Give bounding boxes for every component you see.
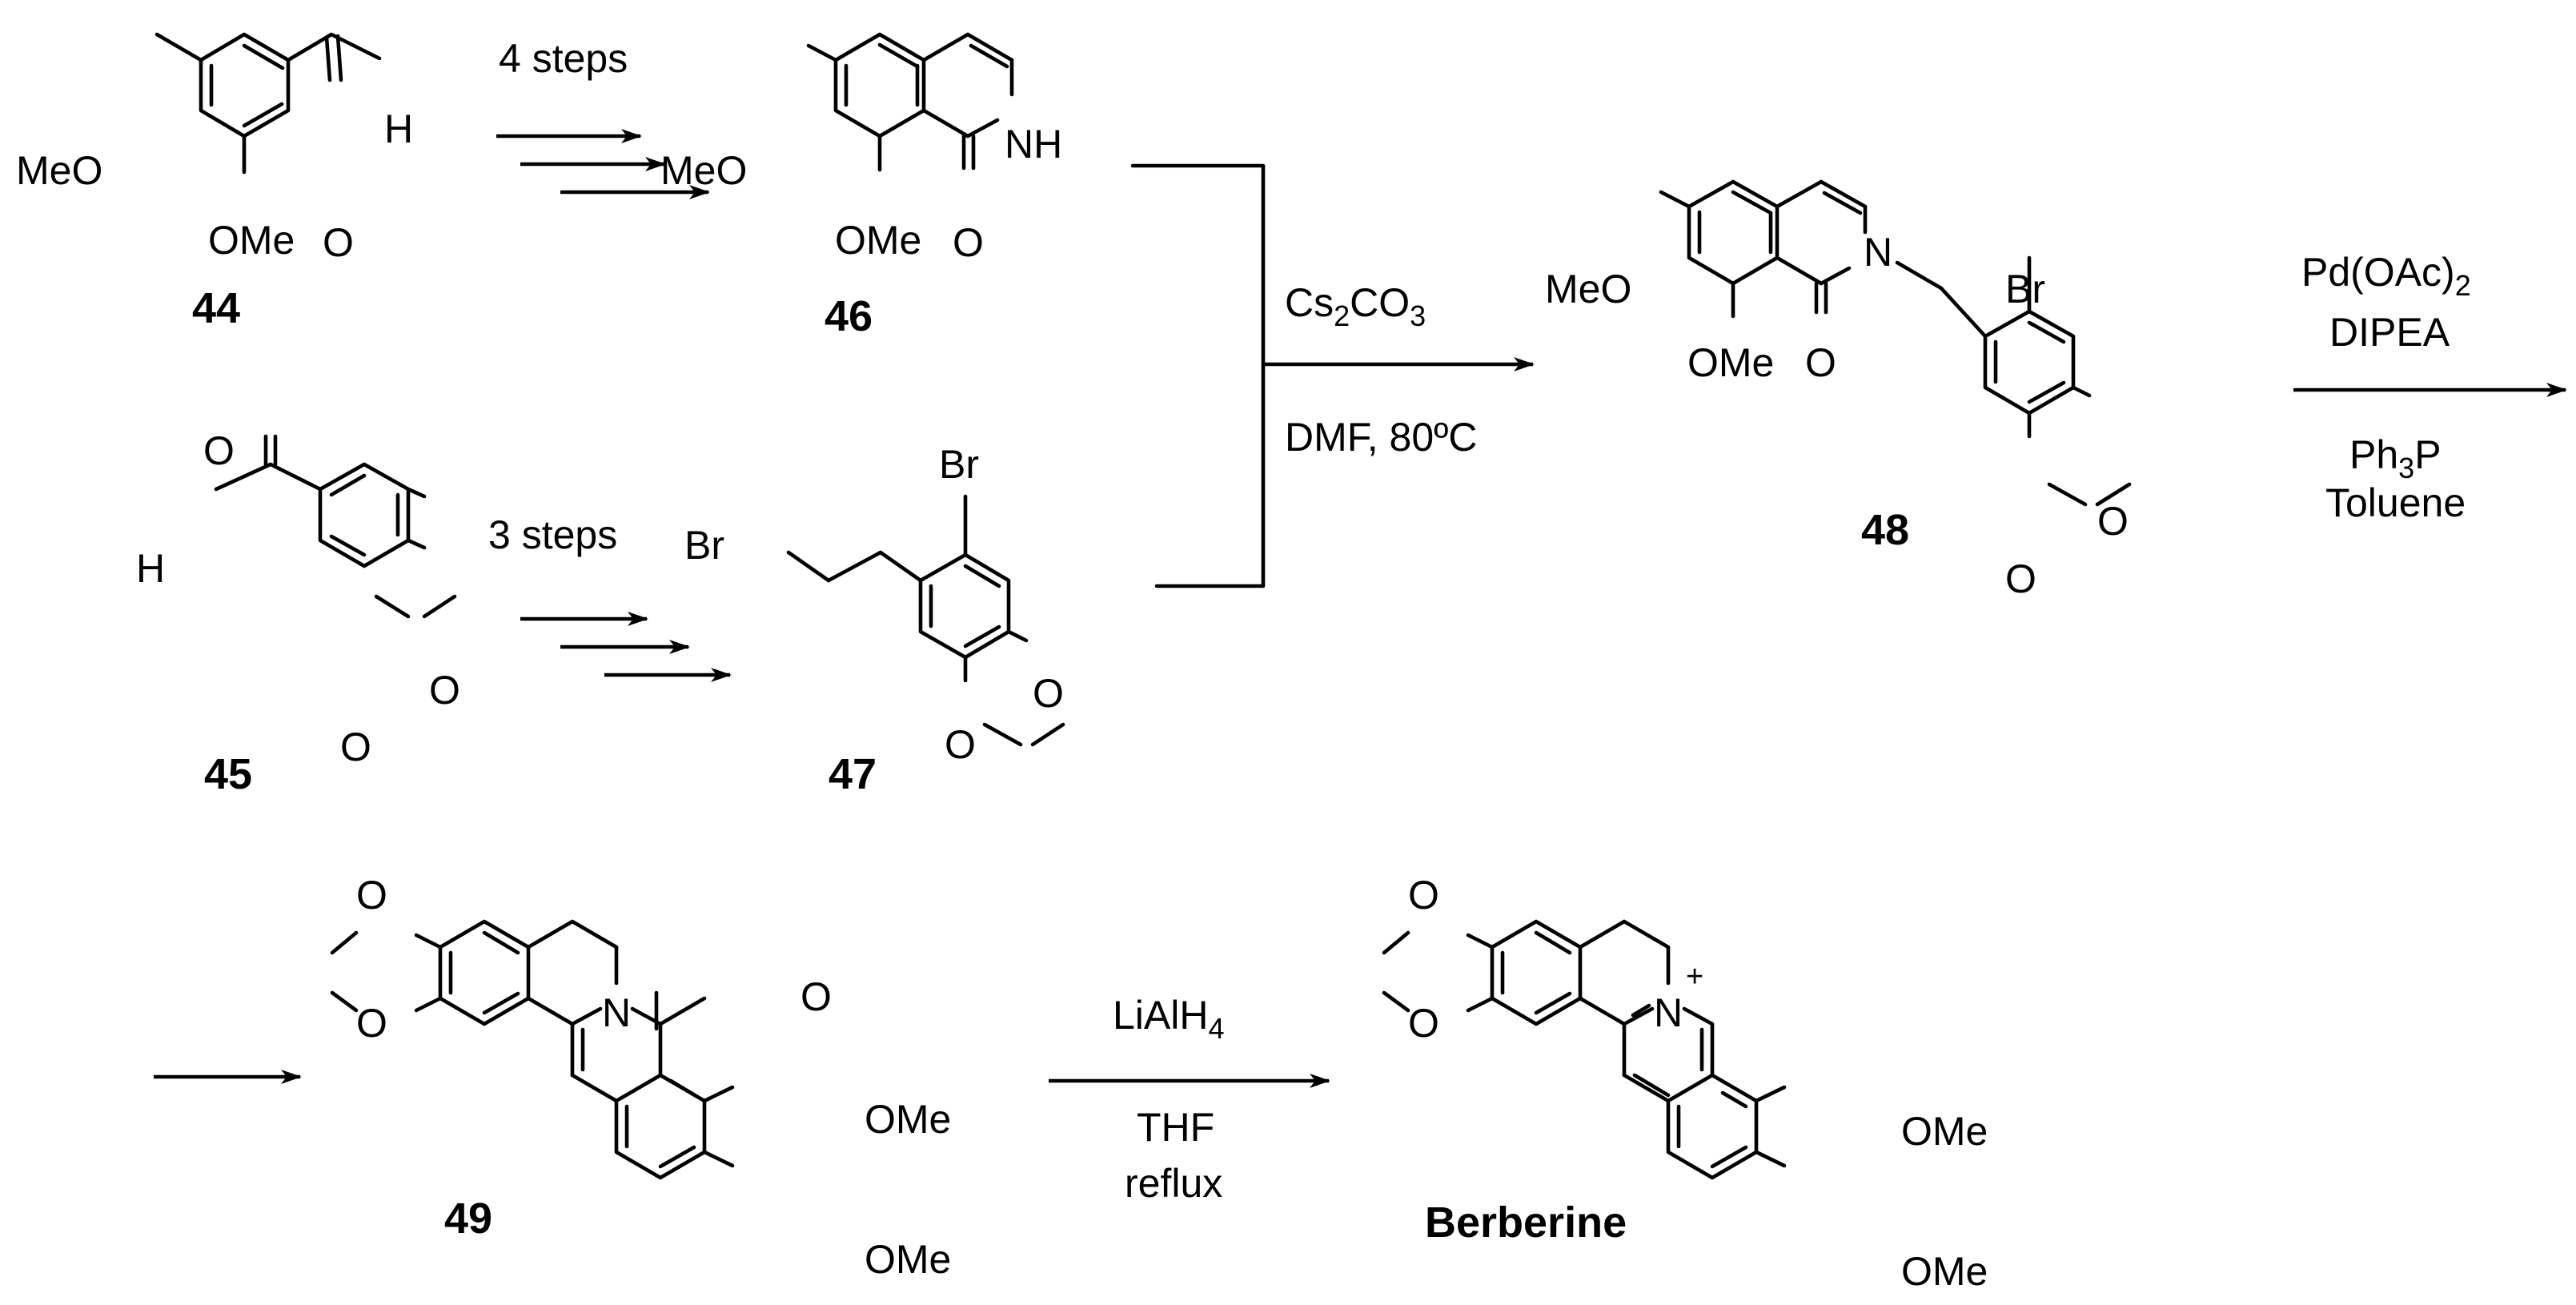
compound-label-45: 45 (204, 750, 252, 798)
condition-dmf: DMF, 80ºC (1285, 415, 1478, 460)
berberine-structure: O O N + OMe OMe (1382, 873, 1988, 1294)
atom-o: O (356, 1001, 387, 1046)
compound-label-berberine: Berberine (1425, 1199, 1627, 1247)
atom-n: N (1864, 230, 1892, 275)
compound-48-structure: N O MeO OMe Br O O (1545, 179, 2132, 601)
atom-meo: MeO (660, 148, 747, 193)
compound-label-49: 49 (444, 1195, 492, 1243)
atom-meo: MeO (16, 148, 102, 193)
compound-label-48: 48 (1861, 506, 1909, 554)
condition-cs2co3: Cs2CO3 (1285, 280, 1426, 332)
atom-br: Br (684, 523, 724, 568)
compound-47-structure: Br Br O O (684, 442, 1065, 767)
condition-lialh4: LiAlH4 (1113, 993, 1225, 1045)
condition-3-steps: 3 steps (488, 512, 617, 557)
atom-o: O (953, 220, 984, 265)
compound-45-structure: O H O O (136, 428, 460, 769)
atom-o: O (1805, 340, 1836, 385)
atom-h: H (136, 546, 165, 591)
arrow-45-to-47 (520, 612, 732, 682)
atom-n: N (602, 990, 631, 1035)
atom-o: O (2005, 556, 2036, 601)
atom-o: O (945, 722, 976, 767)
compound-label-47: 47 (829, 750, 877, 798)
atom-br: Br (939, 442, 979, 487)
condition-reflux: reflux (1125, 1161, 1222, 1206)
atom-n: N (1654, 990, 1683, 1035)
atom-nh: NH (1005, 122, 1062, 167)
coupling-bracket (1130, 163, 1535, 588)
atom-ome: OMe (865, 1237, 951, 1282)
atom-ome: OMe (1687, 340, 1774, 385)
atom-ome: OMe (1901, 1249, 1988, 1294)
charge-plus: + (1686, 960, 1703, 994)
atom-ome: OMe (1901, 1109, 1988, 1154)
compound-44-structure: H O MeO OMe (16, 32, 413, 265)
condition-ph3p: Ph3P (2349, 432, 2442, 484)
condition-4-steps: 4 steps (499, 36, 628, 81)
atom-br: Br (2005, 267, 2045, 311)
atom-o: O (203, 428, 235, 473)
atom-o: O (1408, 873, 1439, 918)
compound-label-46: 46 (825, 292, 873, 340)
atom-o: O (429, 668, 460, 713)
atom-o: O (1033, 671, 1064, 716)
atom-ome: OMe (208, 218, 295, 263)
atom-meo: MeO (1545, 267, 1631, 311)
condition-thf: THF (1137, 1105, 1214, 1150)
condition-pd-oac: Pd(OAc)2 (2301, 250, 2471, 302)
atom-o: O (2097, 499, 2129, 544)
atom-ome: OMe (835, 218, 921, 263)
arrow-44-to-46 (496, 129, 710, 199)
compound-label-44: 44 (192, 284, 240, 332)
atom-ome: OMe (865, 1097, 951, 1142)
atom-h: H (384, 106, 413, 151)
atom-o: O (800, 974, 832, 1019)
atom-o: O (356, 873, 387, 918)
compound-49-structure: O O N O OMe OMe (330, 873, 951, 1282)
condition-toluene: Toluene (2325, 480, 2466, 525)
compound-46-structure: NH O MeO OMe (660, 32, 1062, 265)
atom-o: O (340, 725, 371, 769)
atom-o: O (1408, 1001, 1439, 1046)
condition-dipea: DIPEA (2329, 310, 2450, 355)
atom-o: O (323, 220, 354, 265)
